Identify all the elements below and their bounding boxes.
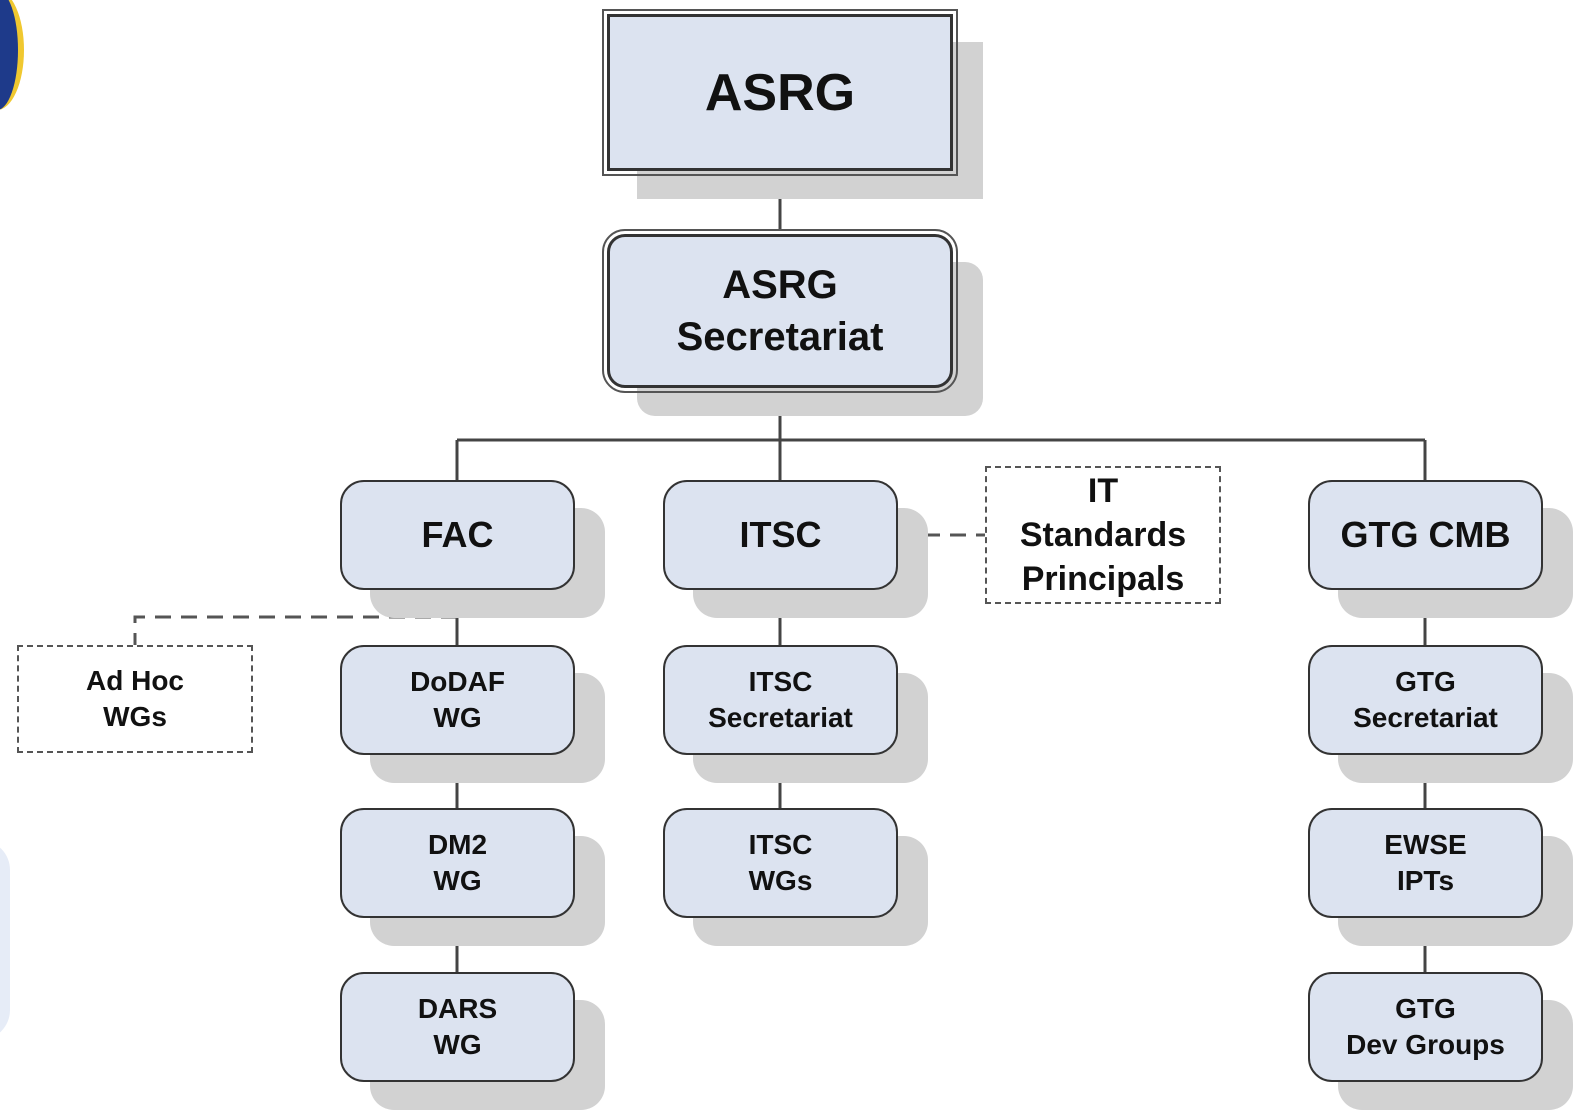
asrg-box: ASRG	[602, 9, 958, 176]
dm2-wg-line2: WG	[433, 865, 482, 896]
dm2-wg-box: DM2 WG	[340, 808, 575, 918]
gtg-cmb-label: GTG CMB	[1340, 514, 1511, 555]
fac-label: FAC	[421, 514, 494, 555]
itsc-wgs-line2: WGs	[748, 865, 813, 896]
it-standards-principals-line3: Principals	[1021, 560, 1185, 599]
dodaf-wg-box: DoDAF WG	[340, 645, 575, 755]
itsc-secretariat-box: ITSC Secretariat	[663, 645, 898, 755]
itsc-label: ITSC	[739, 514, 822, 555]
gtg-secretariat-line1: GTG	[1395, 665, 1456, 697]
asrg-secretariat-label-line2: Secretariat	[676, 315, 884, 359]
gtg-dev-groups-box: GTG Dev Groups	[1308, 972, 1543, 1082]
ewse-ipts-line1: EWSE	[1384, 828, 1467, 860]
dars-wg-line2: WG	[433, 1029, 482, 1060]
dashed-connector-ad-hoc	[133, 615, 457, 645]
gtg-secretariat-line2: Secretariat	[1353, 702, 1498, 733]
ad-hoc-wgs-box: Ad Hoc WGs	[17, 645, 253, 753]
itsc-box: ITSC	[663, 480, 898, 590]
background-decoration	[0, 840, 10, 1040]
gtg-cmb-box: GTG CMB	[1308, 480, 1543, 590]
ad-hoc-wgs-line1: Ad Hoc	[86, 664, 184, 696]
it-standards-principals-line1: IT	[1087, 471, 1119, 510]
dm2-wg-line1: DM2	[427, 828, 488, 860]
dodaf-wg-line1: DoDAF	[410, 665, 505, 697]
itsc-secretariat-line1: ITSC	[748, 665, 813, 697]
ewse-ipts-box: EWSE IPTs	[1308, 808, 1543, 918]
ewse-ipts-line2: IPTs	[1396, 865, 1455, 896]
asrg-secretariat-label-line1: ASRG	[722, 263, 838, 307]
dodaf-wg-line2: WG	[433, 702, 482, 733]
dars-wg-box: DARS WG	[340, 972, 575, 1082]
asrg-label: ASRG	[704, 63, 856, 122]
itsc-secretariat-line2: Secretariat	[708, 702, 853, 733]
gtg-dev-groups-line1: GTG	[1395, 992, 1456, 1024]
asrg-secretariat-box: ASRG Secretariat	[602, 229, 958, 393]
ad-hoc-wgs-line2: WGs	[103, 701, 167, 732]
itsc-wgs-line1: ITSC	[748, 828, 813, 860]
gtg-secretariat-box: GTG Secretariat	[1308, 645, 1543, 755]
gtg-dev-groups-line2: Dev Groups	[1346, 1029, 1505, 1060]
dars-wg-line1: DARS	[417, 992, 498, 1024]
fac-box: FAC	[340, 480, 575, 590]
seal-logo-fragment	[0, 0, 24, 110]
itsc-wgs-box: ITSC WGs	[663, 808, 898, 918]
it-standards-principals-line2: Standards	[1019, 515, 1187, 554]
it-standards-principals-box: IT Standards Principals	[985, 466, 1221, 604]
